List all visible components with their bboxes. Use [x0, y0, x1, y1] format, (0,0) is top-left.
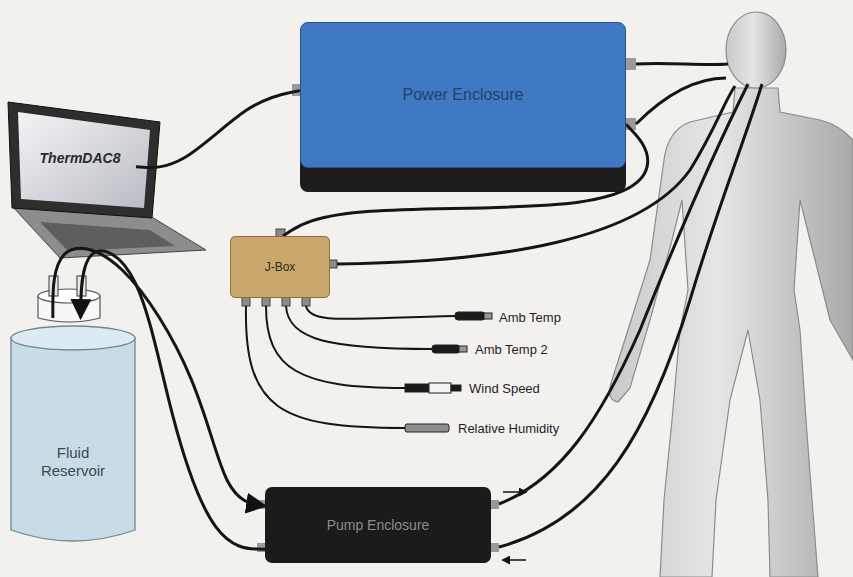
fluid-reservoir: Fluid Reservoir	[10, 318, 136, 546]
j-box: J-Box	[230, 236, 330, 298]
laptop-screen: ThermDAC8	[24, 138, 136, 179]
sensor-label: Amb Temp 2	[475, 342, 548, 357]
manikin	[610, 12, 853, 577]
node-label: Power Enclosure	[403, 85, 524, 104]
sensor-label: Wind Speed	[469, 381, 540, 396]
node-label: J-Box	[265, 260, 296, 274]
pump-enclosure: Pump Enclosure	[265, 487, 491, 563]
sensor-label: Amb Temp	[499, 310, 561, 325]
sensor-probe	[405, 312, 492, 432]
reservoir-top	[11, 326, 135, 350]
reservoir-outline	[10, 318, 136, 546]
reservoir-cap	[38, 276, 100, 322]
power-enclosure: Power Enclosure	[300, 22, 626, 168]
sensor-wire	[246, 306, 455, 428]
sensor-label: Relative Humidity	[458, 421, 559, 436]
node-label: Pump Enclosure	[327, 517, 430, 534]
node-label: ThermDAC8	[40, 150, 121, 167]
node-label: Fluid Reservoir	[33, 444, 113, 480]
reservoir-body	[11, 338, 135, 541]
laptop	[8, 102, 206, 258]
cable-connector	[136, 91, 300, 168]
